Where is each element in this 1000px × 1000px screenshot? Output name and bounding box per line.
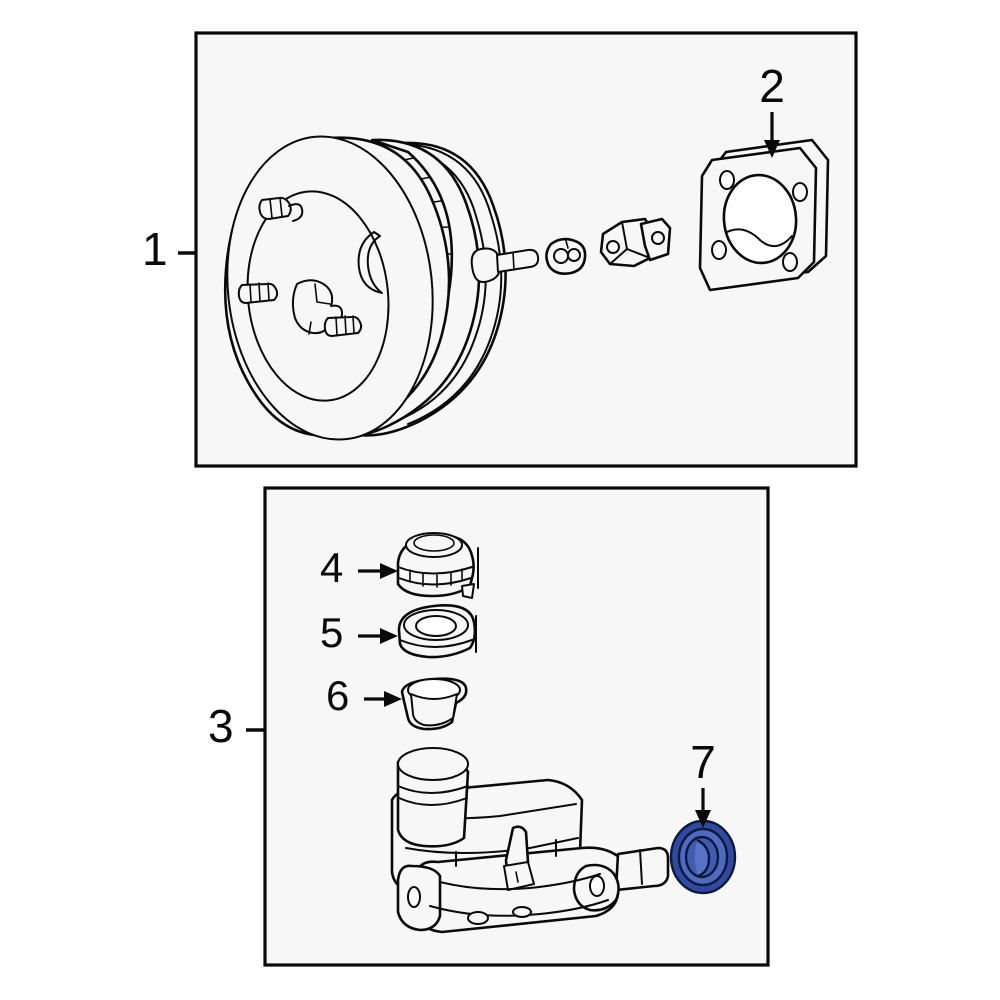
clevis-nut — [545, 237, 587, 275]
brake-booster-assembly[interactable] — [213, 126, 507, 450]
gasket-bolt-hole-bl — [711, 240, 727, 260]
callout-7[interactable]: 7 — [690, 736, 716, 828]
gasket-bolt-hole-br — [782, 252, 798, 272]
callout-5-arrowhead — [380, 628, 398, 644]
gasket-bolt-hole-tr — [792, 182, 808, 202]
reservoir-grommet[interactable] — [400, 677, 468, 731]
callout-2-number: 2 — [759, 60, 785, 112]
booster-hub-tab — [308, 321, 312, 335]
reservoir-neck-ring2 — [398, 797, 468, 806]
reservoir-cap[interactable] — [396, 532, 479, 599]
master-cylinder-assembly[interactable] — [390, 747, 670, 934]
booster-hub-slot — [314, 283, 331, 305]
callout-3[interactable]: 3 — [208, 700, 265, 752]
callout-1-number: 1 — [142, 223, 168, 275]
booster-gasket-spacer-plate[interactable] — [698, 138, 830, 292]
seal-core-outline — [696, 838, 711, 878]
cylinder-bottom-boss2 — [512, 906, 532, 918]
clevis-bracket — [599, 217, 672, 268]
callout-2-arrowhead — [764, 140, 780, 158]
seal-mid-outline — [677, 827, 729, 887]
reservoir-cap-tab — [461, 583, 475, 599]
cylinder-casting-line2 — [429, 899, 609, 917]
gasket-bolt-hole-tl — [719, 170, 735, 190]
reservoir-neck-ring1 — [397, 785, 469, 794]
panel-lower[interactable] — [263, 486, 770, 967]
cylinder-outlet-ring — [639, 849, 643, 885]
seal-core-highlight — [694, 840, 709, 876]
reservoir-cap-seal[interactable] — [397, 604, 477, 659]
callout-4-number: 4 — [320, 544, 343, 591]
cylinder-left-port — [407, 886, 421, 908]
booster-rib-outer — [404, 143, 503, 425]
seal-inner-outline — [684, 835, 720, 879]
cylinder-casting-line1 — [439, 873, 601, 891]
callout-7-arrowhead — [695, 810, 711, 828]
callout-4[interactable]: 4 — [320, 544, 398, 591]
booster-stud-lower — [323, 315, 363, 337]
cylinder-bottom-boss1 — [467, 911, 489, 925]
cylinder-center-bracket — [503, 861, 535, 891]
callout-6-arrowhead — [384, 691, 402, 707]
booster-stud-upper — [258, 196, 304, 222]
cylinder-flange-hole — [589, 875, 605, 897]
booster-check-valve-port — [357, 231, 383, 294]
master-cylinder-seal[interactable] — [669, 819, 737, 895]
gasket-opening-shadow — [726, 228, 793, 247]
callout-5-number: 5 — [320, 609, 343, 656]
reservoir-cap-knurl-top — [397, 566, 473, 575]
reservoir-seal-step — [399, 639, 473, 648]
callout-4-arrowhead — [380, 563, 398, 579]
callout-1[interactable]: 1 — [142, 223, 196, 275]
callout-7-number: 7 — [690, 736, 716, 788]
reservoir-cap-knurl-ticks — [409, 568, 463, 588]
booster-stud-left — [237, 282, 279, 304]
reservoir-grommet-bore — [410, 693, 458, 727]
callout-6[interactable]: 6 — [326, 672, 402, 719]
cylinder-center-slot — [515, 871, 519, 883]
callout-5[interactable]: 5 — [320, 609, 398, 656]
reservoir-cap-top-inner — [413, 534, 455, 552]
gasket-center-opening — [722, 173, 798, 265]
booster-push-rod — [496, 248, 540, 273]
reservoir-neck-top — [397, 747, 469, 781]
callout-2[interactable]: 2 — [759, 60, 785, 158]
booster-rod-boss — [470, 247, 502, 284]
reservoir-seal-opening — [415, 615, 457, 637]
callout-6-number: 6 — [326, 672, 349, 719]
panel-upper[interactable] — [194, 31, 858, 468]
reservoir-cap-knurl-bottom — [398, 577, 472, 586]
callout-3-number: 3 — [208, 700, 234, 752]
